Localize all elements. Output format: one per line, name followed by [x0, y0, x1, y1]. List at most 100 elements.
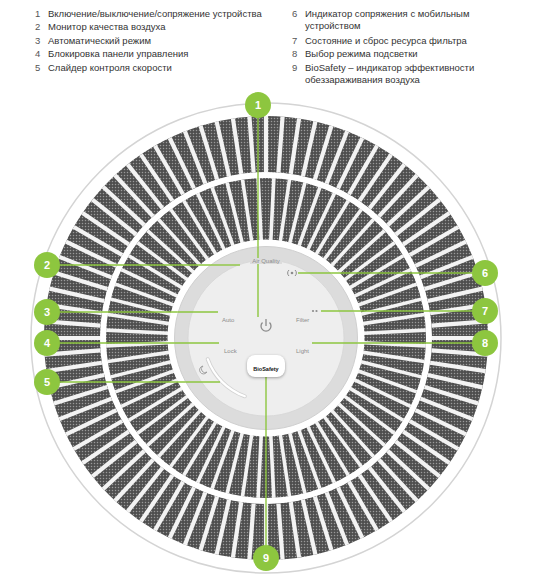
fin [264, 116, 268, 172]
fin [308, 193, 335, 249]
fin [141, 155, 173, 201]
leader-line [178, 311, 218, 312]
callout-circle: 4 [34, 330, 60, 356]
leader-line [321, 310, 354, 311]
panel-button-label: Filter [296, 317, 309, 323]
fin [201, 126, 218, 180]
fin [212, 430, 233, 488]
fin [46, 363, 101, 371]
leader-line [210, 264, 240, 265]
fin [227, 183, 242, 243]
callout-circle: 1 [245, 92, 271, 118]
fin [141, 475, 173, 521]
key-number-holder: 5 [35, 62, 40, 74]
fin [355, 380, 411, 407]
key-number-holder: 9 [292, 62, 297, 74]
callout-number: 1 [255, 99, 261, 111]
key-number-holder: 8 [292, 48, 297, 60]
key-text-holder: Слайдер контроля скорости [48, 62, 283, 74]
fin [83, 432, 129, 464]
fin [421, 257, 473, 277]
callout-number: 3 [44, 306, 50, 318]
leader-connector [331, 272, 472, 273]
fin [184, 201, 216, 254]
indicator-label: BioSafety [253, 366, 278, 372]
fin [363, 315, 424, 324]
filter-dot [315, 310, 317, 312]
panel-button-label: Lock [224, 348, 237, 354]
key-text: Включение/выключение/сопряжение устройст… [48, 8, 283, 20]
fin [291, 118, 299, 173]
callout-number: 6 [482, 267, 488, 279]
leader-connector [257, 118, 258, 246]
fin [396, 200, 440, 235]
fin [358, 371, 416, 392]
fin [111, 362, 171, 377]
fin [92, 441, 136, 476]
fin [290, 433, 305, 493]
panel-button-label: Auto [222, 317, 234, 323]
leader-connector [60, 342, 174, 343]
callout-circle: 8 [472, 330, 498, 356]
key-text-holder: Автоматический режим [48, 35, 283, 47]
fin [303, 500, 315, 555]
fin [115, 284, 173, 305]
grille-fins [44, 116, 488, 560]
fin [50, 289, 105, 301]
fin [115, 175, 153, 216]
leader-line [185, 381, 220, 382]
fin [128, 164, 163, 208]
key-number-holder: 6 [292, 8, 297, 20]
panel-title: Air Quality [250, 258, 282, 264]
fin [258, 436, 261, 498]
key-text-holder: Выбор режима подсветки [305, 48, 500, 60]
leader-connector [358, 342, 472, 343]
fin [360, 155, 392, 201]
fin [83, 213, 129, 245]
fin [308, 427, 335, 483]
key-text: Выбор режима подсветки [305, 48, 500, 60]
key-number-holder: 1 [35, 8, 40, 20]
fin [303, 122, 315, 177]
fin [155, 482, 183, 530]
fin [363, 352, 424, 361]
leader-line [298, 272, 331, 273]
fin [198, 193, 225, 249]
fin [327, 493, 347, 545]
key-text-holder: Блокировка панели управления [48, 48, 283, 60]
fin [128, 468, 163, 512]
callout-number: 5 [44, 376, 50, 388]
fin [115, 460, 153, 501]
key-text-holder: Включение/выключение/сопряжение устройст… [48, 8, 283, 20]
key-text: Монитор качества воздуха [48, 21, 283, 33]
fin [360, 475, 392, 521]
panel-button-label-holder: Filter [296, 308, 309, 326]
fin [361, 299, 421, 314]
fin [217, 122, 229, 177]
key-number: 5 [35, 62, 40, 74]
key-text-holder: Индикатор сопряжения с мобильным устройс… [305, 8, 500, 31]
key-number: 6 [292, 8, 297, 20]
fin [316, 422, 348, 475]
connectors [60, 118, 472, 545]
panel-disc [188, 260, 344, 416]
key-number: 8 [292, 48, 297, 60]
fin [403, 213, 449, 245]
fin [121, 380, 177, 407]
fin [59, 399, 111, 419]
callout-number: 8 [482, 337, 488, 349]
fin [280, 435, 289, 496]
leader-line [312, 342, 358, 343]
fin [54, 387, 108, 404]
key-text-holder: Монитор качества воздуха [48, 21, 283, 33]
fin [369, 164, 404, 208]
key-number-holder: 2 [35, 21, 40, 33]
power-icon-bar [265, 319, 266, 326]
fin [92, 200, 136, 235]
callout-circle: 5 [34, 369, 60, 395]
fin [291, 502, 299, 557]
fin [108, 315, 169, 324]
fin [350, 256, 403, 288]
key-number: 3 [35, 35, 40, 47]
